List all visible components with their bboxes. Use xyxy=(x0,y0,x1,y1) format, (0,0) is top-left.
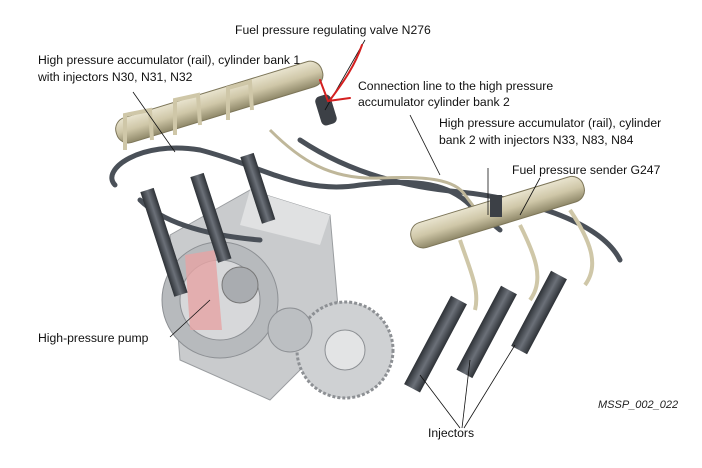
regulating-valve xyxy=(315,94,337,126)
connection-line-pipe xyxy=(268,128,482,216)
injectors-bank-1 xyxy=(140,152,276,297)
label-pump: High-pressure pump xyxy=(38,331,149,345)
annotation-arrow xyxy=(319,44,363,103)
figure-code: MSSP_002_022 xyxy=(598,399,679,411)
label-rail-bank-1-line1: High pressure accumulator (rail), cylind… xyxy=(38,53,301,67)
label-rail-bank-2-line1: High pressure accumulator (rail), cylind… xyxy=(439,116,662,130)
rail-bank-1 xyxy=(115,60,337,150)
label-connection-line-1: Connection line to the high pressure xyxy=(358,79,554,93)
injectors-bank-2 xyxy=(404,270,567,393)
high-pressure-pump xyxy=(161,189,395,401)
rail-bank-2 xyxy=(410,175,595,311)
label-rail-bank-1-line2: with injectors N30, N31, N32 xyxy=(38,70,193,84)
label-pressure-sender: Fuel pressure sender G247 xyxy=(512,163,661,177)
label-rail-bank-2-line2: bank 2 with injectors N33, N83, N84 xyxy=(439,133,634,147)
label-injectors: Injectors xyxy=(428,426,475,440)
label-connection-line-2: accumulator cylinder bank 2 xyxy=(358,95,510,109)
label-regulating-valve: Fuel pressure regulating valve N276 xyxy=(235,23,431,37)
pressure-sender xyxy=(490,195,502,217)
